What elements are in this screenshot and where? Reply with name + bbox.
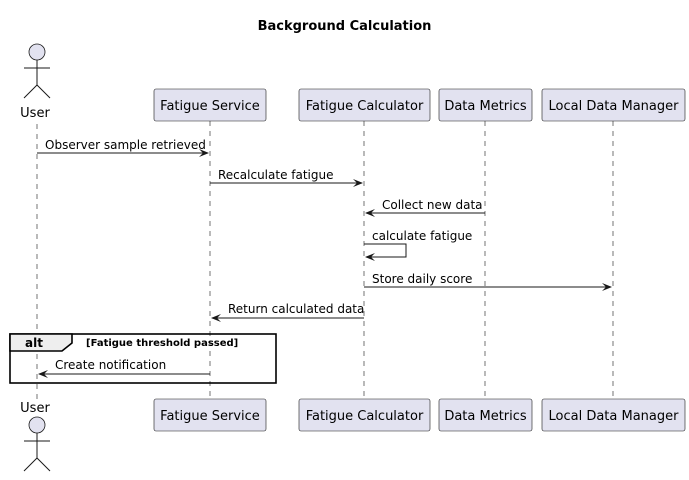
message-calculate-fatigue: calculate fatigue xyxy=(364,229,472,261)
participant-local-data-manager: Local Data Manager xyxy=(541,398,686,432)
arrowhead xyxy=(365,253,375,261)
participant-box xyxy=(438,398,533,432)
participant-label: Local Data Manager xyxy=(549,409,680,424)
diagram-title: Background Calculation xyxy=(258,19,432,34)
message-create-notification: Create notification xyxy=(38,358,210,378)
participant-box xyxy=(298,398,431,432)
message-label: Observer sample retrieved xyxy=(45,138,206,152)
message-recalculate-fatigue: Recalculate fatigue xyxy=(210,168,363,187)
message-return-calculated-data: Return calculated data xyxy=(211,302,364,322)
participants-top: Fatigue Service Fatigue Calculator Data … xyxy=(153,88,686,122)
actor-leg-left xyxy=(23,84,38,99)
message-arrow xyxy=(364,243,407,258)
message-label: Return calculated data xyxy=(228,302,364,316)
actor-leg-left xyxy=(23,457,38,472)
message-store-daily-score: Store daily score xyxy=(364,272,612,291)
message-label: Recalculate fatigue xyxy=(218,168,333,182)
arrowhead xyxy=(38,370,48,378)
arrowhead xyxy=(365,209,375,217)
message-label: Collect new data xyxy=(382,198,483,212)
participant-box xyxy=(153,398,267,432)
actor-label-top: User xyxy=(20,106,50,121)
participant-fatigue-calculator: Fatigue Calculator xyxy=(298,398,431,432)
fragment-frame xyxy=(9,333,277,384)
alt-fragment: alt [Fatigue threshold passed] xyxy=(9,333,277,384)
participant-box xyxy=(153,88,267,122)
fragment-label-tab xyxy=(9,333,73,352)
arrowhead xyxy=(211,314,221,322)
participant-box xyxy=(298,88,431,122)
actor-head xyxy=(28,416,46,434)
participant-label: Local Data Manager xyxy=(549,99,680,114)
participant-data-metrics: Data Metrics xyxy=(438,398,533,432)
arrowhead xyxy=(602,283,612,291)
participant-local-data-manager: Local Data Manager xyxy=(541,88,686,122)
participant-box xyxy=(541,88,686,122)
message-collect-new-data: Collect new data xyxy=(365,198,485,217)
participant-fatigue-service: Fatigue Service xyxy=(153,398,267,432)
participant-fatigue-service: Fatigue Service xyxy=(153,88,267,122)
participant-label: Fatigue Calculator xyxy=(306,99,424,114)
participant-box xyxy=(541,398,686,432)
participant-label: Data Metrics xyxy=(444,409,527,424)
fragment-keyword: alt xyxy=(25,336,43,350)
arrowhead xyxy=(199,149,209,157)
participant-box xyxy=(438,88,533,122)
lifelines xyxy=(36,121,614,400)
message-label: calculate fatigue xyxy=(372,229,472,243)
messages: Observer sample retrieved Recalculate fa… xyxy=(37,138,612,378)
actor-user-bottom: User xyxy=(20,401,51,472)
participant-label: Data Metrics xyxy=(444,99,527,114)
participant-label: Fatigue Calculator xyxy=(306,409,424,424)
actor-user-top: User xyxy=(20,43,51,121)
arrowhead xyxy=(353,179,363,187)
fragment-condition: [Fatigue threshold passed] xyxy=(86,338,238,349)
actor-leg-right xyxy=(36,457,51,472)
participant-label: Fatigue Service xyxy=(160,409,260,424)
message-observer-sample-retrieved: Observer sample retrieved xyxy=(37,138,209,157)
participant-label: Fatigue Service xyxy=(160,99,260,114)
actor-leg-right xyxy=(36,84,51,99)
message-label: Store daily score xyxy=(372,272,472,286)
participant-fatigue-calculator: Fatigue Calculator xyxy=(298,88,431,122)
participants-bottom: Fatigue Service Fatigue Calculator Data … xyxy=(153,398,686,432)
actor-head xyxy=(28,43,46,61)
participant-data-metrics: Data Metrics xyxy=(438,88,533,122)
actor-label-bottom: User xyxy=(20,401,50,416)
message-label: Create notification xyxy=(55,358,166,372)
